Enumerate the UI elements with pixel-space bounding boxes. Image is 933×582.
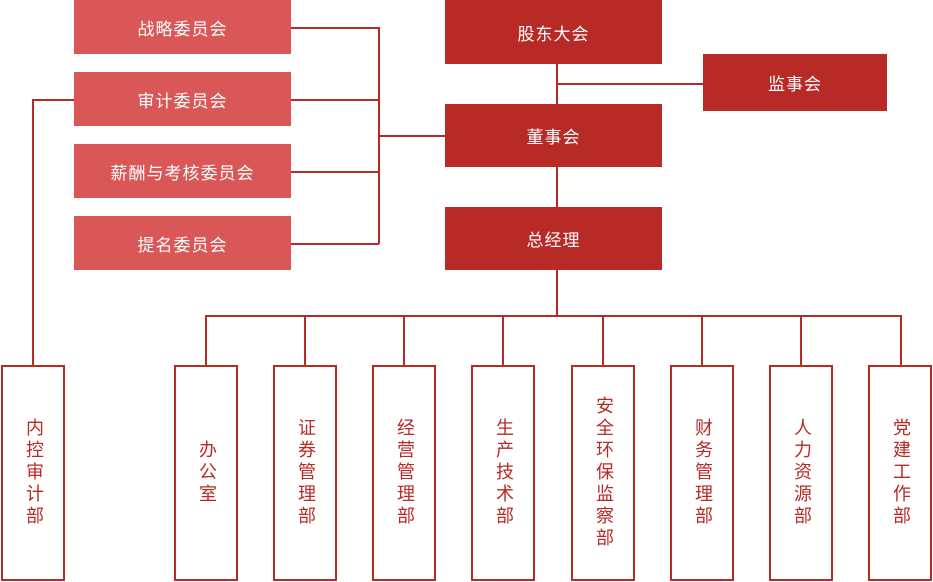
- dept-label: 党建工作部: [890, 418, 911, 528]
- general-manager-box: 总经理: [445, 207, 662, 270]
- line-committee-4: [291, 243, 379, 245]
- line-committee-3: [291, 171, 379, 173]
- committee-compensation: 薪酬与考核委员会: [74, 144, 291, 198]
- line-dept-3: [403, 315, 405, 366]
- dept-box-8: 党建工作部: [868, 365, 932, 581]
- line-dept-5: [602, 315, 604, 366]
- internal-audit-box: 内控审计部: [1, 365, 65, 581]
- line-gm-down: [556, 270, 558, 317]
- line-committee-2: [291, 99, 379, 101]
- line-bracket-board: [379, 135, 446, 137]
- committee-strategy: 战略委员会: [74, 0, 291, 54]
- line-dept-2: [304, 315, 306, 366]
- line-committee-1: [291, 27, 379, 29]
- line-dept-8: [900, 315, 902, 366]
- dept-label: 经营管理部: [394, 418, 415, 528]
- line-dept-1: [205, 315, 207, 366]
- dept-label: 办公室: [196, 440, 217, 506]
- line-board-gm: [556, 167, 558, 207]
- line-audit-horizontal: [32, 99, 75, 101]
- dept-box-7: 人力资源部: [769, 365, 833, 581]
- line-dept-4: [502, 315, 504, 366]
- dept-box-2: 证券管理部: [273, 365, 337, 581]
- board-box: 董事会: [445, 104, 662, 167]
- dept-box-3: 经营管理部: [372, 365, 436, 581]
- line-audit-vertical: [32, 99, 34, 366]
- dept-box-1: 办公室: [174, 365, 238, 581]
- line-to-supervisors: [557, 83, 704, 85]
- line-dept-7: [800, 315, 802, 366]
- committee-audit: 审计委员会: [74, 72, 291, 126]
- dept-box-4: 生产技术部: [471, 365, 535, 581]
- shareholders-box: 股东大会: [445, 0, 662, 64]
- supervisors-box: 监事会: [703, 54, 887, 111]
- dept-label: 生产技术部: [493, 418, 514, 528]
- internal-audit-label: 内控审计部: [23, 418, 44, 528]
- dept-box-5: 安全环保监察部: [571, 365, 635, 581]
- dept-label: 安全环保监察部: [593, 396, 614, 550]
- committee-nomination: 提名委员会: [74, 216, 291, 270]
- dept-box-6: 财务管理部: [670, 365, 734, 581]
- line-dept-6: [701, 315, 703, 366]
- dept-label: 证券管理部: [295, 418, 316, 528]
- dept-label: 人力资源部: [791, 418, 812, 528]
- line-dept-bus: [205, 315, 902, 317]
- dept-label: 财务管理部: [692, 418, 713, 528]
